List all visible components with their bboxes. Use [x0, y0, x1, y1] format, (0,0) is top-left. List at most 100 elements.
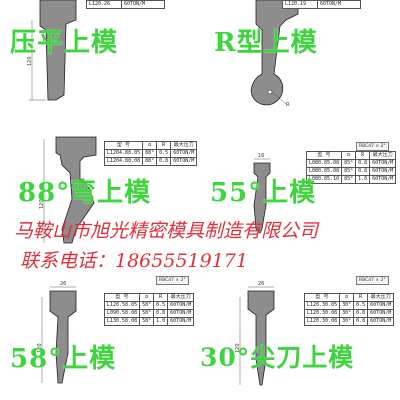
model-cell: L120.30.05 [303, 301, 341, 310]
label-r-punch: R型上模 [214, 28, 318, 58]
header-r: R [353, 293, 369, 302]
model-cell: L1204.88.08 [103, 157, 144, 166]
r-cell: 0.5 [353, 301, 369, 310]
panel-88-punch: 45 120 RBC47 × 2° 型 号 α R 最大压力 L1204.88.… [0, 133, 200, 266]
table-header-row: 型 号 α R 最大压力 [305, 151, 397, 160]
header-r: R [355, 151, 371, 160]
model-cell: L1204.88.05 [103, 149, 144, 158]
panel-r-punch: R L120.19 60TON/M [200, 0, 400, 133]
table-row: L090.58.08 58° 0.8 60TON/M [103, 309, 195, 318]
dim-width: 26 [258, 281, 265, 287]
alpha-cell: 85° [341, 167, 357, 176]
header-alpha: α [339, 293, 355, 302]
label-30-knife-punch: 30°尖刀上模 [200, 343, 355, 372]
label-58-punch: 58°上模 [10, 344, 117, 374]
table-header-row: 型 号 α R 最大压力 [303, 293, 395, 302]
r-cell: 0.8 [156, 157, 172, 166]
pressure-cell: 60TON/M [121, 0, 165, 9]
header-r: R [156, 141, 172, 150]
pressure-cell: 60TON/M [369, 159, 397, 168]
table-row: L120.19 60TON/M [282, 0, 361, 9]
model-cell: L130.58.08 [103, 317, 141, 326]
pressure-cell: 60TON/M [367, 317, 395, 326]
label-55-punch: 55°上模 [210, 178, 317, 208]
58-punch-drawing [41, 286, 77, 384]
alpha-cell: 88° [142, 149, 158, 158]
table-row: L1204.88.05 88° 0.5 60TON/M [103, 149, 198, 158]
alpha-cell: 85° [341, 159, 357, 168]
table-row: L120.26 60TON/M [86, 0, 165, 9]
r-cell: 0.8 [353, 317, 369, 326]
model-cell: L120.30.08 [303, 317, 341, 326]
r-cell: 0.8 [353, 309, 369, 318]
company-watermark: 马鞍山市旭光精密模具制造有限公司 [14, 220, 319, 242]
spec-table: L120.19 60TON/M [282, 0, 361, 9]
header-pressure: 最大压力 [170, 141, 198, 150]
spec-table: 型 号 α R 最大压力 L1204.88.05 88° 0.5 60TON/M… [103, 141, 198, 166]
spec-table: 型 号 α R 最大压力 L120.30.05 30° 0.5 60TON/M … [303, 293, 395, 326]
table-row: L120.30.08 30° 0.8 60TON/M [303, 317, 395, 326]
dim-radius: R [286, 102, 290, 108]
angle-tag: RBC47 × 2° [356, 276, 389, 285]
alpha-cell: 58° [139, 301, 155, 310]
panel-58-punch: 26 120 RBC47 × 2° 型 号 α R 最大压力 L120.58.0… [0, 267, 200, 400]
r-cell: 0.8 [153, 309, 169, 318]
table-row: L1204.88.08 88° 0.8 60TON/M [103, 157, 198, 166]
table-header-row: 型 号 α R 最大压力 [103, 141, 198, 150]
model-cell: L120.26 [86, 0, 122, 9]
alpha-cell: 30° [339, 301, 355, 310]
header-pressure: 最大压力 [367, 293, 395, 302]
label-flat-punch: 压平上模 [10, 28, 119, 58]
r-cell: 0.8 [355, 159, 371, 168]
panel-30-knife-punch: 26 120 RBC47 × 2° 型 号 α R 最大压力 L120.30.0… [200, 267, 400, 400]
88-punch-drawing [43, 136, 97, 244]
model-cell: L080.85.08 [305, 159, 343, 168]
alpha-cell: 30° [339, 317, 355, 326]
phone-watermark: 联系电话：18655519171 [20, 250, 248, 272]
pressure-cell: 60TON/M [167, 301, 195, 310]
r-cell: 0.5 [156, 149, 172, 158]
r-cell: 0.5 [153, 301, 169, 310]
header-alpha: α [139, 293, 155, 302]
header-pressure: 最大压力 [167, 293, 195, 302]
alpha-cell: 58° [139, 317, 155, 326]
header-alpha: α [142, 141, 158, 150]
spec-table: 型 号 α R 最大压力 L120.58.05 58° 0.5 60TON/M … [103, 293, 195, 326]
alpha-cell: 30° [339, 309, 355, 318]
panel-55-punch: 16 RBC47 × 2° 型 号 α R 最大压力 L080.85.08 85… [200, 133, 400, 266]
pressure-cell: 60TON/M [367, 301, 395, 310]
header-model: 型 号 [103, 141, 144, 150]
model-cell: L120.30.08 [303, 309, 341, 318]
header-pressure: 最大压力 [369, 151, 397, 160]
header-model: 型 号 [103, 293, 141, 302]
table-row: L120.30.08 30° 0.8 60TON/M [303, 309, 395, 318]
pressure-cell: 60TON/M [170, 149, 198, 158]
table-row: L080.85.08 85° 0.8 60TON/M [305, 167, 397, 176]
angle-tag: RBC47 × 2° [356, 142, 389, 151]
spec-table: 型 号 α R 最大压力 L080.85.08 85° 0.8 60TON/M … [305, 151, 397, 184]
dim-width: 16 [258, 153, 265, 159]
pressure-cell: 60TON/M [167, 309, 195, 318]
r-cell: 0.8 [355, 167, 371, 176]
flat-punch-drawing [29, 0, 77, 101]
table-row: L130.58.08 58° 1.0 60TON/M [103, 317, 195, 326]
model-cell: L120.58.05 [103, 301, 141, 310]
label-88-punch: 88°弯上模 [18, 178, 152, 208]
alpha-cell: 58° [139, 309, 155, 318]
table-row: L080.85.10 85° 1.0 60TON/M [305, 175, 397, 184]
panel-flat-punch: 120 L120.26 60TON/M [0, 0, 200, 133]
header-alpha: α [341, 151, 357, 160]
r-cell: 1.0 [153, 317, 169, 326]
table-row: L120.58.05 58° 0.5 60TON/M [103, 301, 195, 310]
table-header-row: 型 号 α R 最大压力 [103, 293, 195, 302]
model-cell: L120.19 [282, 0, 318, 9]
dim-width: 26 [60, 281, 67, 287]
r-punch-drawing [250, 0, 299, 106]
55-punch-drawing [253, 158, 271, 234]
alpha-cell: 85° [341, 175, 357, 184]
pressure-cell: 60TON/M [367, 309, 395, 318]
30-knife-punch-drawing [239, 286, 275, 386]
table-row: L080.85.08 85° 0.8 60TON/M [305, 159, 397, 168]
alpha-cell: 88° [142, 157, 158, 166]
r-cell: 1.0 [355, 175, 371, 184]
